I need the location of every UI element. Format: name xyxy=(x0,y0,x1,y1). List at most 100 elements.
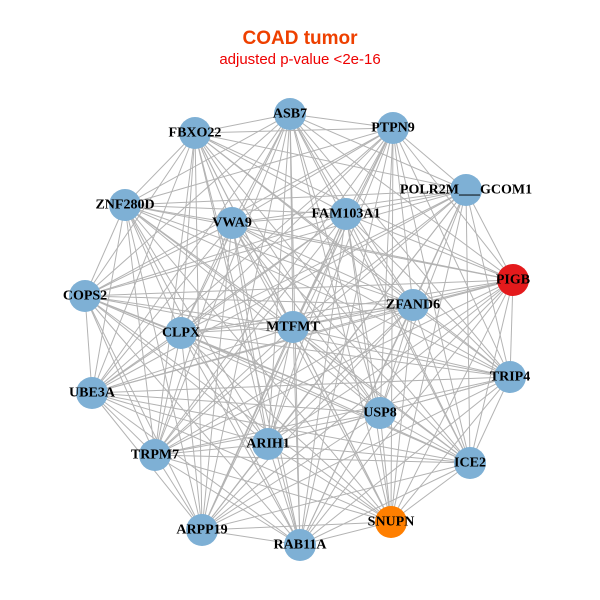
edge-ASB7-TRIP4 xyxy=(289,113,511,378)
edge-FAM103A1-RAB11A xyxy=(299,213,347,546)
node-label: RAB11A xyxy=(274,538,328,553)
node-TRIP4[interactable]: TRIP4 xyxy=(490,361,530,393)
node-circle[interactable] xyxy=(165,317,197,349)
edge-TRPM7-ICE2 xyxy=(154,454,471,464)
node-circle[interactable] xyxy=(330,198,362,230)
node-COPS2[interactable]: COPS2 xyxy=(63,280,107,312)
edge-ZFAND6-UBE3A xyxy=(91,304,414,394)
edge-FBXO22-ARPP19 xyxy=(194,132,203,531)
node-circle[interactable] xyxy=(494,361,526,393)
node-FAM103A1[interactable]: FAM103A1 xyxy=(312,198,381,230)
node-TRPM7[interactable]: TRPM7 xyxy=(131,439,179,471)
edge-CLPX-MTFMT xyxy=(180,326,294,334)
node-circle[interactable] xyxy=(284,529,316,561)
node-VWA9[interactable]: VWA9 xyxy=(212,207,252,239)
edge-USP8-ARIH1 xyxy=(267,412,381,445)
edge-VWA9-RAB11A xyxy=(231,222,301,546)
edge-PTPN9-ICE2 xyxy=(392,127,471,464)
node-ZNF280D[interactable]: ZNF280D xyxy=(95,189,155,221)
edge-CLPX-TRPM7 xyxy=(154,332,182,456)
node-label: PTPN9 xyxy=(371,121,415,136)
node-label: FBXO22 xyxy=(169,126,222,141)
edge-PTPN9-FAM103A1 xyxy=(345,127,394,215)
node-circle[interactable] xyxy=(252,428,284,460)
edge-ARIH1-TRPM7 xyxy=(154,443,269,456)
edge-UBE3A-RAB11A xyxy=(91,392,301,546)
node-circle[interactable] xyxy=(397,289,429,321)
node-label: COPS2 xyxy=(63,289,107,304)
edge-ASB7-USP8 xyxy=(289,113,381,414)
node-circle[interactable] xyxy=(139,439,171,471)
edge-ASB7-ZNF280D xyxy=(124,113,291,206)
node-circle[interactable] xyxy=(274,98,306,130)
node-MTFMT[interactable]: MTFMT xyxy=(266,311,320,343)
edge-UBE3A-ICE2 xyxy=(91,392,471,464)
node-ICE2[interactable]: ICE2 xyxy=(454,447,486,479)
edge-PTPN9-UBE3A xyxy=(91,127,394,394)
edge-POLR2M___GCOM1-ICE2 xyxy=(465,189,471,464)
node-PIGB[interactable]: PIGB xyxy=(496,264,530,296)
edge-MTFMT-USP8 xyxy=(292,326,381,414)
node-CLPX[interactable]: CLPX xyxy=(162,317,200,349)
node-USP8[interactable]: USP8 xyxy=(363,397,397,429)
node-circle[interactable] xyxy=(179,117,211,149)
node-circle[interactable] xyxy=(76,377,108,409)
edge-PIGB-CLPX xyxy=(180,279,514,334)
edge-ICE2-ARPP19 xyxy=(201,462,471,531)
edge-ZNF280D-USP8 xyxy=(124,204,381,414)
node-circle[interactable] xyxy=(454,447,486,479)
node-circle[interactable] xyxy=(186,514,218,546)
edge-ASB7-FBXO22 xyxy=(194,113,291,134)
node-ZFAND6[interactable]: ZFAND6 xyxy=(386,289,440,321)
edge-FAM103A1-PIGB xyxy=(345,213,514,281)
node-POLR2M___GCOM1[interactable]: POLR2M___GCOM1 xyxy=(400,174,532,206)
edge-ZFAND6-TRPM7 xyxy=(154,304,414,456)
edge-ZFAND6-USP8 xyxy=(379,304,414,414)
edge-FBXO22-ZNF280D xyxy=(124,132,196,206)
node-circle[interactable] xyxy=(216,207,248,239)
edge-ASB7-ICE2 xyxy=(289,113,471,464)
edge-ZNF280D-TRPM7 xyxy=(124,204,156,456)
edge-USP8-ARPP19 xyxy=(201,412,381,531)
node-circle[interactable] xyxy=(375,506,407,538)
edge-MTFMT-TRIP4 xyxy=(292,326,511,378)
edge-CLPX-UBE3A xyxy=(91,332,182,394)
edge-FAM103A1-SNUPN xyxy=(345,213,392,523)
edge-FAM103A1-TRPM7 xyxy=(154,213,347,456)
node-circle[interactable] xyxy=(377,112,409,144)
node-label: ZNF280D xyxy=(95,198,154,213)
edge-ZNF280D-TRIP4 xyxy=(124,204,511,378)
edge-MTFMT-TRPM7 xyxy=(154,326,294,456)
node-FBXO22[interactable]: FBXO22 xyxy=(169,117,222,149)
edge-FAM103A1-COPS2 xyxy=(84,213,347,297)
node-circle[interactable] xyxy=(277,311,309,343)
node-ASB7[interactable]: ASB7 xyxy=(273,98,307,130)
edge-POLR2M___GCOM1-SNUPN xyxy=(390,189,467,523)
node-circle[interactable] xyxy=(450,174,482,206)
node-circle[interactable] xyxy=(497,264,529,296)
edge-PTPN9-USP8 xyxy=(379,127,394,414)
node-PTPN9[interactable]: PTPN9 xyxy=(371,112,415,144)
chart-subtitle: adjusted p-value <2e-16 xyxy=(219,51,381,68)
edge-ASB7-POLR2M___GCOM1 xyxy=(289,113,467,191)
edge-POLR2M___GCOM1-ZNF280D xyxy=(124,189,467,206)
edge-ASB7-ARIH1 xyxy=(267,113,291,445)
node-ARIH1[interactable]: ARIH1 xyxy=(246,428,290,460)
node-circle[interactable] xyxy=(69,280,101,312)
node-ARPP19[interactable]: ARPP19 xyxy=(176,514,228,546)
edge-ZFAND6-RAB11A xyxy=(299,304,414,546)
node-RAB11A[interactable]: RAB11A xyxy=(274,529,328,561)
edge-ARPP19-RAB11A xyxy=(201,529,301,546)
edge-UBE3A-USP8 xyxy=(91,392,381,414)
node-label: ARIH1 xyxy=(246,437,290,452)
edge-FBXO22-VWA9 xyxy=(194,132,233,224)
edge-COPS2-ICE2 xyxy=(84,295,471,464)
node-circle[interactable] xyxy=(364,397,396,429)
node-circle[interactable] xyxy=(109,189,141,221)
node-label: ICE2 xyxy=(454,456,486,471)
edge-TRIP4-UBE3A xyxy=(91,376,511,394)
node-SNUPN[interactable]: SNUPN xyxy=(368,506,415,538)
edge-SNUPN-ARPP19 xyxy=(201,521,392,531)
node-UBE3A[interactable]: UBE3A xyxy=(69,377,116,409)
